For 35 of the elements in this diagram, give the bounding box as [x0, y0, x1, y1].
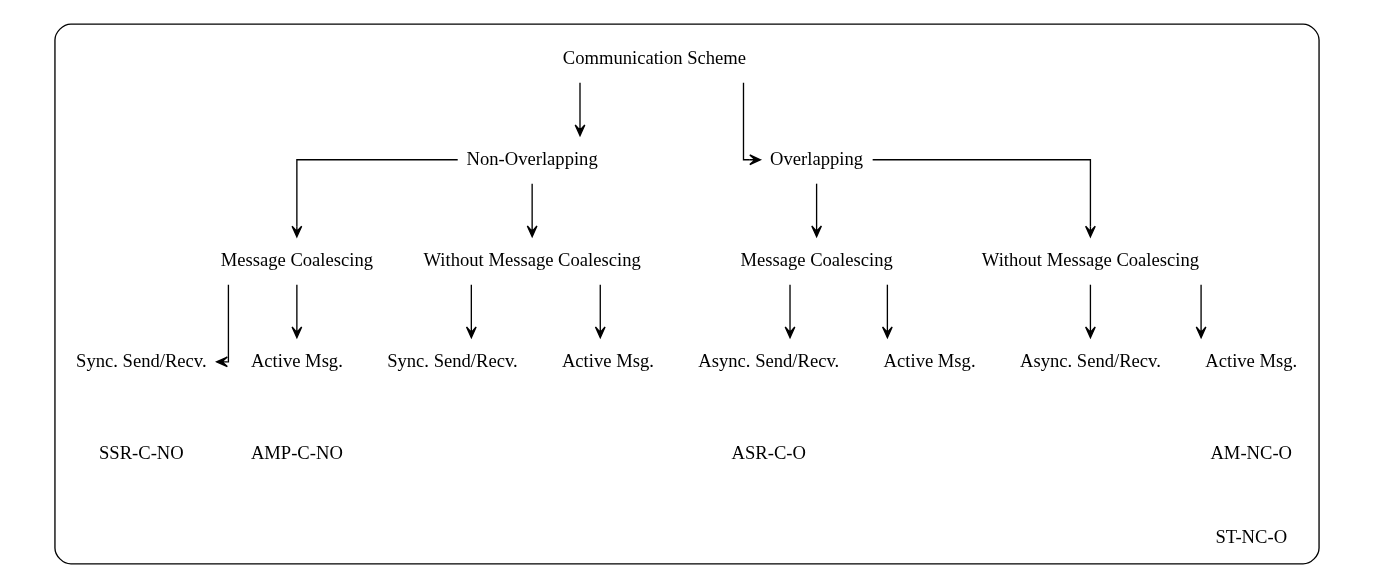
- node-text: Message Coalescing: [220, 248, 374, 270]
- arrow: [872, 159, 1096, 238]
- node-text: Message Coalescing: [740, 248, 893, 270]
- arrow: [1084, 284, 1096, 339]
- node-text: Active Msg.: [883, 349, 976, 371]
- node-text: Communication Scheme: [562, 46, 747, 68]
- node-text: Sync. Send/Recv.: [387, 349, 518, 371]
- arrow: [881, 284, 893, 339]
- node-label: SSR-C-NO: [98, 442, 184, 464]
- node-text: Async. Send/Recv.: [698, 349, 840, 371]
- node-label: ST-NC-O: [1215, 525, 1288, 547]
- arrow: [526, 183, 538, 238]
- arrow: [216, 284, 230, 368]
- arrow: [291, 159, 459, 238]
- arrow: [291, 284, 303, 339]
- node-text: Without Message Coalescing: [981, 248, 1200, 270]
- node-text: Without Message Coalescing: [423, 248, 641, 270]
- arrow: [594, 284, 606, 339]
- arrow: [574, 82, 586, 137]
- arrow: [1195, 284, 1207, 339]
- arrow: [811, 183, 823, 238]
- node-label: AMP-C-NO: [250, 442, 343, 464]
- arrow: [784, 284, 796, 339]
- cluster: [54, 23, 1320, 565]
- node-text: Non-Overlapping: [466, 147, 598, 169]
- arrow: [742, 82, 762, 166]
- node-text: Active Msg.: [1205, 349, 1298, 371]
- node-text: Sync. Send/Recv.: [76, 349, 207, 371]
- node-text: Overlapping: [770, 147, 864, 169]
- node-label: AM-NC-O: [1210, 442, 1293, 464]
- arrow: [465, 284, 477, 339]
- node-text: Active Msg.: [250, 349, 343, 371]
- node-text: Active Msg.: [561, 349, 654, 371]
- node-label: ASR-C-O: [731, 442, 806, 464]
- node-text: Async. Send/Recv.: [1020, 349, 1161, 371]
